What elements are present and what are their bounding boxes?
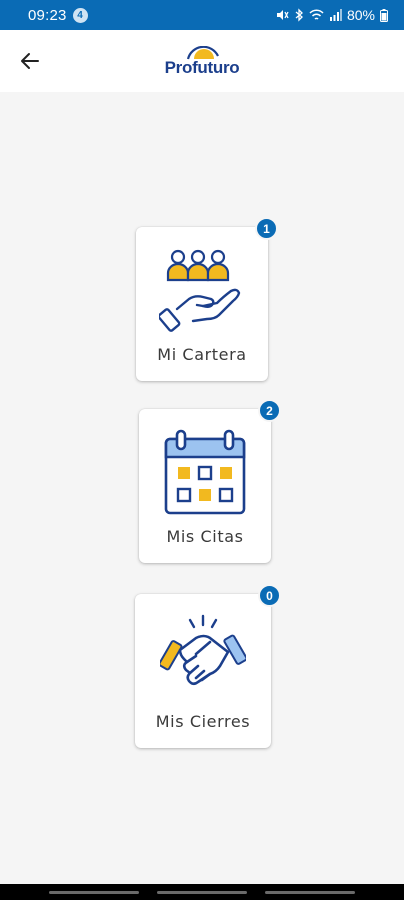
status-time: 09:23 <box>28 6 67 24</box>
mi-cartera-count-badge: 1 <box>255 217 278 240</box>
mi-cartera-label: Mi Cartera <box>157 345 247 364</box>
bluetooth-icon <box>294 8 304 22</box>
system-nav-bar <box>0 884 404 900</box>
status-bar: 09:23 4 80% <box>0 0 404 30</box>
mis-citas-card[interactable]: Mis Citas 2 <box>139 399 281 563</box>
mis-cierres-card[interactable]: Mis Cierres 0 <box>135 584 281 748</box>
battery-percent: 80% <box>346 7 375 23</box>
arrow-left-icon <box>21 53 39 69</box>
mis-cierres-label: Mis Cierres <box>155 712 251 731</box>
notification-count-badge: 4 <box>72 7 88 23</box>
status-right: 80% <box>275 7 388 23</box>
calendar-icon <box>162 427 248 517</box>
logo-sun-icon <box>186 46 219 60</box>
status-left: 09:23 4 <box>28 7 88 24</box>
mis-citas-count-badge: 2 <box>258 399 281 422</box>
handshake-icon <box>160 612 246 702</box>
brand-name: Profuturo <box>164 58 240 77</box>
wifi-icon <box>309 8 324 22</box>
nav-back-button[interactable] <box>265 890 355 894</box>
nav-home-button[interactable] <box>157 890 247 894</box>
app-header: Profuturo <box>0 30 404 92</box>
signal-icon <box>329 9 342 21</box>
nav-recents-button[interactable] <box>49 890 139 894</box>
hand-people-icon <box>159 245 245 335</box>
mis-citas-label: Mis Citas <box>166 527 244 546</box>
mis-cierres-count-badge: 0 <box>258 584 281 607</box>
brand-logo: Profuturo <box>165 46 240 78</box>
mute-icon <box>275 8 289 22</box>
back-button[interactable] <box>16 47 44 75</box>
mi-cartera-card[interactable]: Mi Cartera 1 <box>136 217 278 381</box>
battery-icon <box>380 8 388 22</box>
